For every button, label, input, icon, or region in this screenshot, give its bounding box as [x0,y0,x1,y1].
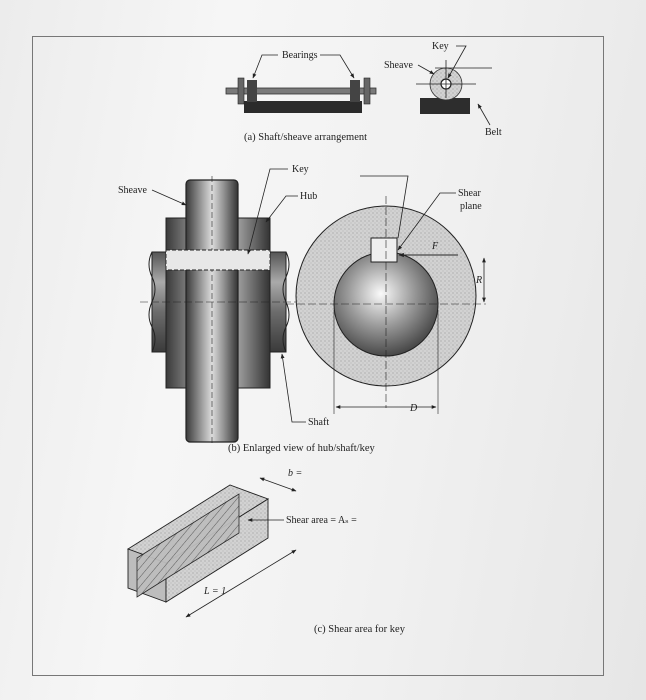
shaft-sheave-arrangement: Bearings Key Sheave Belt (a) Shaft/sheav… [225,41,502,143]
key-leader-b [247,168,288,255]
key-end-view [370,237,398,263]
caption-b: (b) Enlarged view of hub/shaft/key [228,443,376,454]
keyend-pointer [360,175,409,239]
sheave-label-a: Sheave [384,60,413,71]
L-label: L = 1 [203,586,226,597]
bearings-label: Bearings [282,50,318,61]
shaft-label: Shaft [308,417,329,428]
L-dim [185,549,297,618]
pulley-right [363,77,371,105]
hub-leader [265,195,298,223]
shear-plane-label-2: plane [460,201,482,212]
base-plate-a [244,101,362,113]
enlarged-view: Sheave Key Hub Shaft Shear plane F R [118,164,486,454]
bearing-left [247,80,257,102]
shear-area-label: Shear area = Aₛ = [286,515,357,526]
shear-area-figure: b = Shear area = Aₛ = L = 1 (c) Shear ar… [126,468,406,635]
diameter-D-label: D [409,403,418,414]
shear-plane-label-1: Shear [458,188,481,199]
force-F-label: F [431,241,439,252]
bearings-leader [252,54,278,79]
radius-R-label: R [475,275,482,286]
figure-frame [32,36,604,676]
belt-label: Belt [485,127,502,138]
key-leader-a [447,45,467,79]
caption-a: (a) Shaft/sheave arrangement [244,132,367,143]
sheave-leader-a [417,64,435,75]
bearing-right [350,80,360,102]
keyway [165,249,271,271]
key-label-b: Key [292,164,309,175]
shear-plane-leader [397,192,456,251]
pulley-left [237,77,245,105]
caption-c: (c) Shear area for key [314,624,406,635]
belt-leader [477,103,491,126]
shaft-leader [280,353,306,423]
sheave-label-b: Sheave [118,185,147,196]
sheave-base [420,98,470,114]
key-label-a: Key [432,41,449,52]
bearings-leader-right [320,54,355,79]
shear-plane-hatch [136,493,240,598]
shaft-a [225,87,377,95]
hub-label: Hub [300,191,317,202]
sheave-leader-b [151,189,187,206]
b-label: b = [288,468,302,479]
b-dim [259,477,297,492]
